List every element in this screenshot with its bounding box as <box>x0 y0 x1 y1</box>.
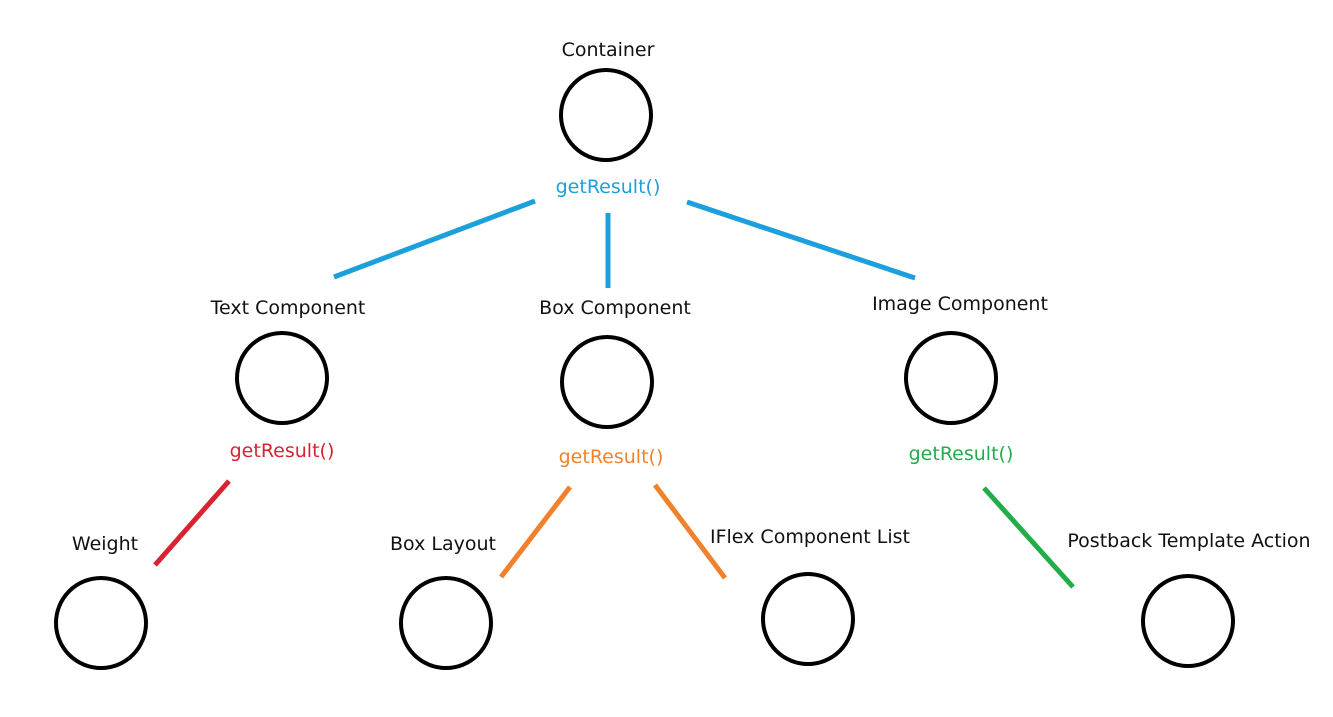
postback-template-action-label: Postback Template Action <box>1067 530 1310 552</box>
iflex-component-list-label: IFlex Component List <box>710 526 910 548</box>
container-label: Container <box>562 39 655 61</box>
weight-label: Weight <box>72 533 138 555</box>
box-component-method-label: getResult() <box>559 446 664 468</box>
box-layout-label: Box Layout <box>390 533 496 555</box>
postback-template-action-node <box>1141 574 1235 668</box>
weight-node <box>54 576 148 670</box>
box-component-label: Box Component <box>539 297 691 319</box>
image-component-method-label: getResult() <box>909 443 1014 465</box>
image-component-node <box>904 331 998 425</box>
text-component-label: Text Component <box>210 297 366 319</box>
edge-box-component-to-iflex-component-list <box>653 483 727 580</box>
edge-text-component-to-weight <box>153 479 231 567</box>
image-component-label: Image Component <box>872 293 1048 315</box>
box-layout-node <box>399 576 493 670</box>
iflex-component-list-node <box>761 572 855 666</box>
container-method-label: getResult() <box>556 176 661 198</box>
edge-image-component-to-postback-template-action <box>982 486 1075 589</box>
edge-container-to-text-component <box>333 198 536 280</box>
box-component-node <box>560 335 654 429</box>
edge-container-to-image-component <box>686 199 916 281</box>
text-component-method-label: getResult() <box>230 440 335 462</box>
edge-box-component-to-box-layout <box>499 485 572 579</box>
text-component-node <box>235 331 329 425</box>
container-node <box>559 68 653 162</box>
